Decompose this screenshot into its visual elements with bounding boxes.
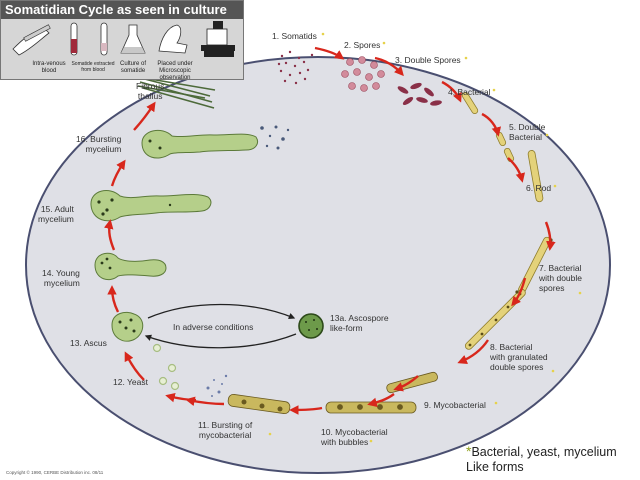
bursting-mycelium xyxy=(141,125,290,159)
hand-slide-icon xyxy=(158,24,188,54)
step-microscope: Placed under Microscopic observation xyxy=(157,61,193,81)
label-step-13a: 13a. Ascospore like-form xyxy=(330,313,389,333)
label-step-13: 13. Ascus xyxy=(70,338,107,348)
label-step-2: 2. Spores xyxy=(344,40,381,50)
legend-star-icon: * xyxy=(466,443,472,459)
syringe-hand-icon xyxy=(12,24,51,56)
label-step-16: 16. Bursting mycelium xyxy=(76,134,122,154)
step-blood: Intra-venous blood xyxy=(32,61,66,74)
step-extracted: Somatide extracted from blood xyxy=(71,61,115,73)
ascus-form xyxy=(111,311,144,342)
label-step-14: 14. Young mycelium xyxy=(42,268,80,288)
label-step-5: 5. Double Bacterial xyxy=(509,122,546,142)
label-step-4: 4. Bacterial xyxy=(448,87,491,97)
label-step-15: 15. Adult mycelium xyxy=(38,204,74,224)
somatids-dots xyxy=(277,50,314,85)
young-mycelium xyxy=(94,252,167,281)
label-step-7: 7. Bacterial with double spores xyxy=(539,263,583,293)
step-culture: Culture of somatide xyxy=(119,61,146,74)
copyright-note: Copyright © 1990, CERBE Distribution inc… xyxy=(6,470,104,475)
blood-tube-icon xyxy=(70,22,78,56)
diagram-title: Somatidian Cycle as seen in culture xyxy=(1,1,243,19)
bursting-mycobacterial xyxy=(206,374,291,415)
label-step-9: 9. Mycobacterial xyxy=(424,400,486,410)
header-illustrations xyxy=(12,21,235,57)
cycle-arrows xyxy=(103,46,556,415)
label-step-11: 11. Bursting of mycobacterial xyxy=(198,420,253,440)
label-step-8: 8. Bacterial with granulated double spor… xyxy=(490,342,548,372)
legend-line-1: Bacterial, yeast, mycelium xyxy=(471,445,617,459)
header-panel: Somatidian Cycle as seen in culture xyxy=(0,0,244,81)
form-markers xyxy=(268,32,582,443)
ascospore-form xyxy=(298,313,324,339)
fibrous-thallus-image xyxy=(136,76,216,109)
label-step-1: 1. Somatids xyxy=(272,31,317,41)
microscope-icon xyxy=(201,21,235,57)
culture-flask-icon xyxy=(120,24,146,54)
label-step-12: 12. Yeast xyxy=(113,377,148,387)
extracted-tube-icon xyxy=(100,22,108,56)
label-step-3: 3. Double Spores xyxy=(395,55,461,65)
double-spores xyxy=(397,82,442,106)
label-adverse-conditions: In adverse conditions xyxy=(173,322,254,332)
label-step-6: 6. Rod xyxy=(526,183,552,193)
spores-dots xyxy=(341,56,385,92)
adult-mycelium xyxy=(90,190,212,222)
legend-line-2: Like forms xyxy=(466,460,524,474)
yeast-forms xyxy=(152,343,180,391)
label-fibrous-thallus: Fibrous thallus xyxy=(136,81,165,101)
label-step-10: 10. Mycobacterial with bubbles xyxy=(321,427,388,447)
legend: *Bacterial, yeast, mycelium Like forms xyxy=(466,444,617,475)
adverse-arrows xyxy=(144,303,297,349)
